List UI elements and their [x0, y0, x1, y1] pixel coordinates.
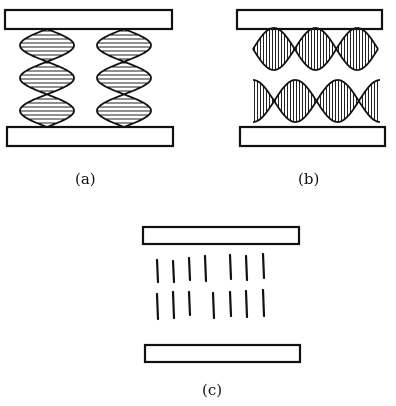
- bottom-plate-b: [238, 125, 387, 148]
- rod: [228, 290, 233, 318]
- bottom-plate-a: [5, 125, 175, 148]
- rod: [244, 254, 249, 282]
- rod: [211, 291, 216, 320]
- helix-row-bottom: [253, 79, 380, 123]
- caption-b: (b): [298, 170, 319, 188]
- top-plate-b: [235, 8, 384, 31]
- rod: [228, 253, 233, 281]
- rod: [261, 288, 266, 318]
- helix-a1-strand-left: [19, 28, 50, 128]
- rod: [155, 258, 160, 284]
- panel-c: (c): [141, 225, 302, 399]
- panel-b: (b): [235, 8, 387, 188]
- rod: [187, 256, 192, 282]
- helix-b1-strand-top: [252, 27, 379, 50]
- helix-row-top: [252, 27, 379, 71]
- rod: [187, 290, 192, 317]
- panel-a: (a): [3, 8, 175, 188]
- caption-c: (c): [202, 381, 222, 399]
- helix-column-right: [96, 28, 152, 128]
- helix-a1-strand-right: [44, 28, 75, 128]
- helix-b1-strand-bottom: [252, 48, 379, 71]
- rod: [155, 292, 160, 321]
- helix-column-left: [19, 28, 75, 128]
- rod: [244, 289, 249, 319]
- rod: [261, 252, 266, 280]
- rod: [171, 259, 176, 284]
- rod: [203, 254, 208, 283]
- helix-b2-strand-top: [253, 79, 380, 103]
- top-plate-a: [3, 8, 174, 31]
- helix-a2-strand-left: [96, 28, 127, 128]
- top-plate-c: [141, 225, 301, 246]
- caption-a: (a): [75, 170, 96, 188]
- helix-b2-strand-bottom: [253, 99, 380, 123]
- rod: [171, 290, 176, 320]
- rod-array: [155, 252, 266, 321]
- bottom-plate-c: [143, 343, 302, 364]
- helix-a2-strand-right: [121, 28, 152, 128]
